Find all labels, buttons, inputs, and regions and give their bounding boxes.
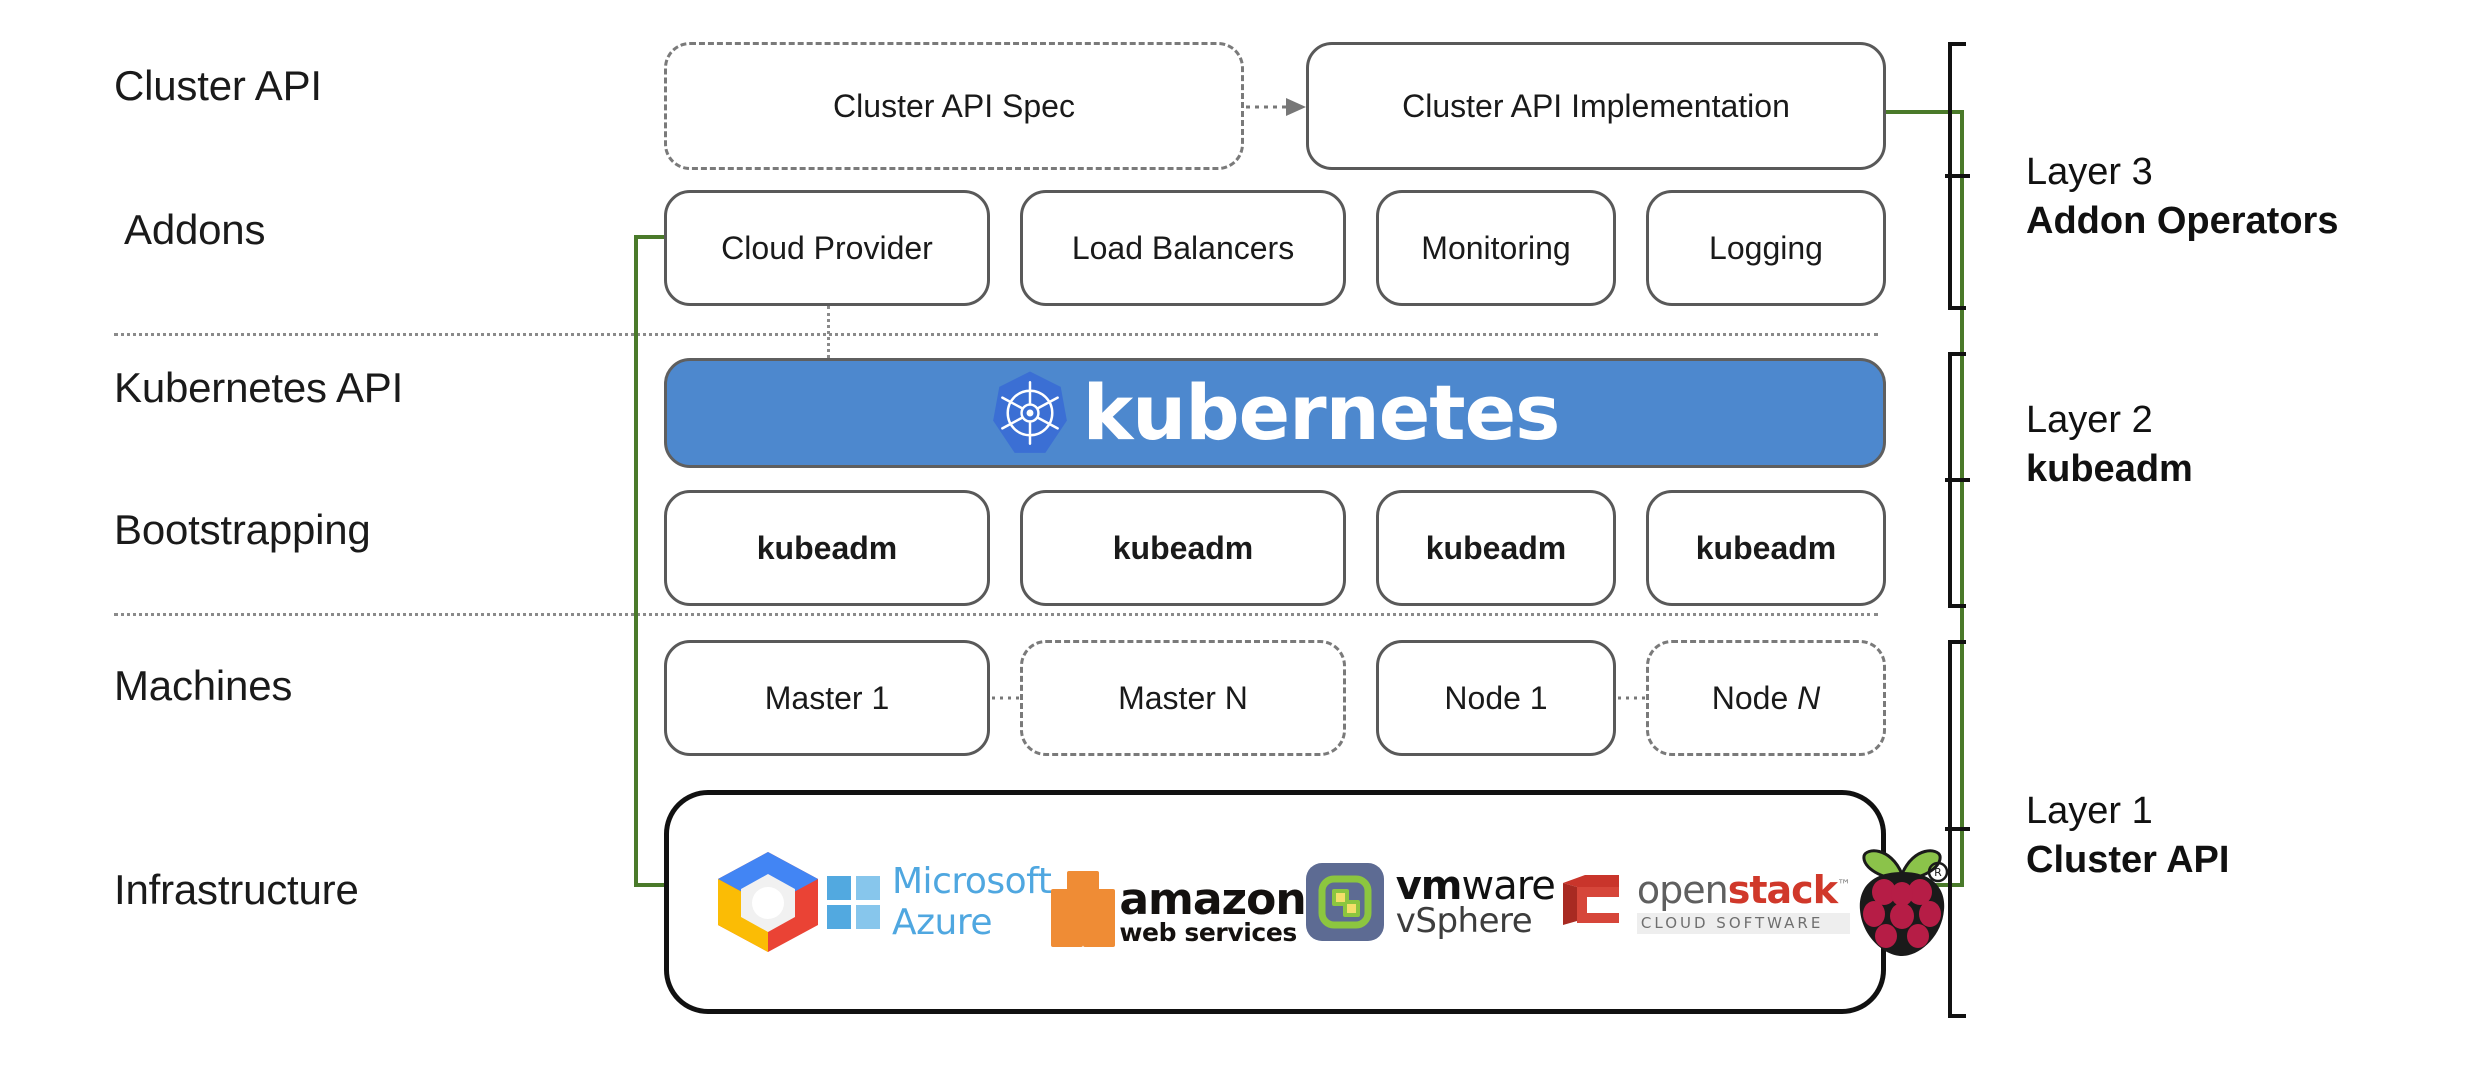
box-machine-node-1[interactable]: Node 1 <box>1376 640 1616 756</box>
infrastructure-container[interactable]: Microsoft Azure amazon web services <box>664 790 1949 1014</box>
layer-1-name: Cluster API <box>2026 839 2230 882</box>
aws-label-secondary: web services <box>1119 918 1297 947</box>
layer-label-2: Layer 2 kubeadm <box>2026 396 2193 495</box>
box-machine-master-1[interactable]: Master 1 <box>664 640 990 756</box>
vmware-vsphere-icon <box>1305 863 1384 941</box>
box-addon-monitoring[interactable]: Monitoring <box>1376 190 1616 306</box>
bracket-layer-1 <box>1945 640 1970 1018</box>
box-label: kubeadm <box>756 529 898 566</box>
box-label: Master N <box>1118 679 1248 716</box>
box-cluster-api-implementation[interactable]: Cluster API Implementation <box>1306 42 1886 170</box>
layer-label-3: Layer 3 Addon Operators <box>2026 148 2338 247</box>
bracket-layer-2 <box>1945 352 1970 608</box>
connector-master1-to-mastern <box>992 696 1020 700</box>
provider-logo-azure[interactable]: Microsoft Azure <box>827 847 1052 957</box>
box-label: Monitoring <box>1421 229 1571 266</box>
row-label-infrastructure: Infrastructure <box>114 866 359 913</box>
provider-logo-google-cloud[interactable] <box>709 847 827 957</box>
openstack-cube-icon <box>1562 875 1619 925</box>
box-label: Node N <box>1711 679 1821 716</box>
row-label-addons: Addons <box>124 206 266 253</box>
layer-2-name: kubeadm <box>2026 448 2193 491</box>
provider-logo-openstack[interactable]: openstack™ CLOUD SOFTWARE <box>1555 847 1851 957</box>
bracket-layer-3 <box>1945 42 1970 310</box>
box-addon-cloud-provider[interactable]: Cloud Provider <box>664 190 990 306</box>
layer-label-1: Layer 1 Cluster API <box>2026 787 2229 886</box>
box-machine-master-n[interactable]: Master N <box>1020 640 1346 756</box>
box-label: kubeadm <box>1112 529 1254 566</box>
microsoft-azure-icon <box>827 875 880 929</box>
box-cluster-api-spec[interactable]: Cluster API Spec <box>664 42 1244 170</box>
layer-3-number: Layer 3 <box>2026 151 2153 193</box>
vmware-label-primary: vmware <box>1395 862 1556 909</box>
aws-label-primary: amazon <box>1119 873 1306 925</box>
box-machine-node-n[interactable]: Node N <box>1646 640 1886 756</box>
box-kubeadm-1[interactable]: kubeadm <box>664 490 990 606</box>
box-addon-load-balancers[interactable]: Load Balancers <box>1020 190 1346 306</box>
box-addon-logging[interactable]: Logging <box>1646 190 1886 306</box>
box-label: Cluster API Spec <box>833 87 1075 124</box>
box-label: kubeadm <box>1425 529 1567 566</box>
layer-3-name: Addon Operators <box>2026 200 2339 243</box>
box-label: Cloud Provider <box>721 229 933 266</box>
box-kubeadm-4[interactable]: kubeadm <box>1646 490 1886 606</box>
svg-text:R: R <box>1934 866 1942 879</box>
vmware-label-secondary: vSphere <box>1395 900 1533 941</box>
openstack-label-secondary: CLOUD SOFTWARE <box>1636 912 1850 934</box>
row-label-cluster-api: Cluster API <box>114 62 322 109</box>
layer-separator-bottom <box>114 613 1878 616</box>
box-label: kubeadm <box>1695 529 1837 566</box>
provider-logo-aws[interactable]: amazon web services <box>1051 847 1307 957</box>
azure-label: Microsoft Azure <box>892 861 1052 943</box>
box-label: Cluster API Implementation <box>1402 87 1790 124</box>
box-label: Master 1 <box>764 679 890 716</box>
row-label-bootstrapping: Bootstrapping <box>114 506 371 553</box>
box-label: Node 1 <box>1444 679 1548 716</box>
kubernetes-wordmark: kubernetes <box>1082 368 1561 457</box>
box-kubeadm-3[interactable]: kubeadm <box>1376 490 1616 606</box>
connector-spec-to-implementation-arrow <box>1246 98 1306 116</box>
openstack-label-primary: openstack™ <box>1636 867 1851 912</box>
aws-cubes-icon <box>1051 859 1116 947</box>
layer-separator-top <box>114 333 1878 336</box>
provider-logo-raspberry-pi[interactable]: R <box>1850 847 1954 957</box>
layer-1-number: Layer 1 <box>2026 790 2153 832</box>
row-label-kubernetes-api: Kubernetes API <box>114 364 404 411</box>
google-cloud-hexagon-icon <box>718 852 818 952</box>
box-kubeadm-2[interactable]: kubeadm <box>1020 490 1346 606</box>
kubernetes-helm-wheel-icon <box>992 371 1067 453</box>
layer-2-number: Layer 2 <box>2026 399 2153 441</box>
kubernetes-banner[interactable]: kubernetes <box>664 358 1886 468</box>
connector-node1-to-noden <box>1618 696 1646 700</box>
provider-logo-vmware[interactable]: vmware vSphere <box>1305 847 1556 957</box>
box-label: Load Balancers <box>1071 229 1295 266</box>
raspberry-pi-icon: R <box>1859 849 1949 956</box>
row-label-machines: Machines <box>114 662 293 709</box>
box-label: Logging <box>1709 229 1823 266</box>
connector-cloud-provider-to-kubernetes <box>827 306 830 358</box>
